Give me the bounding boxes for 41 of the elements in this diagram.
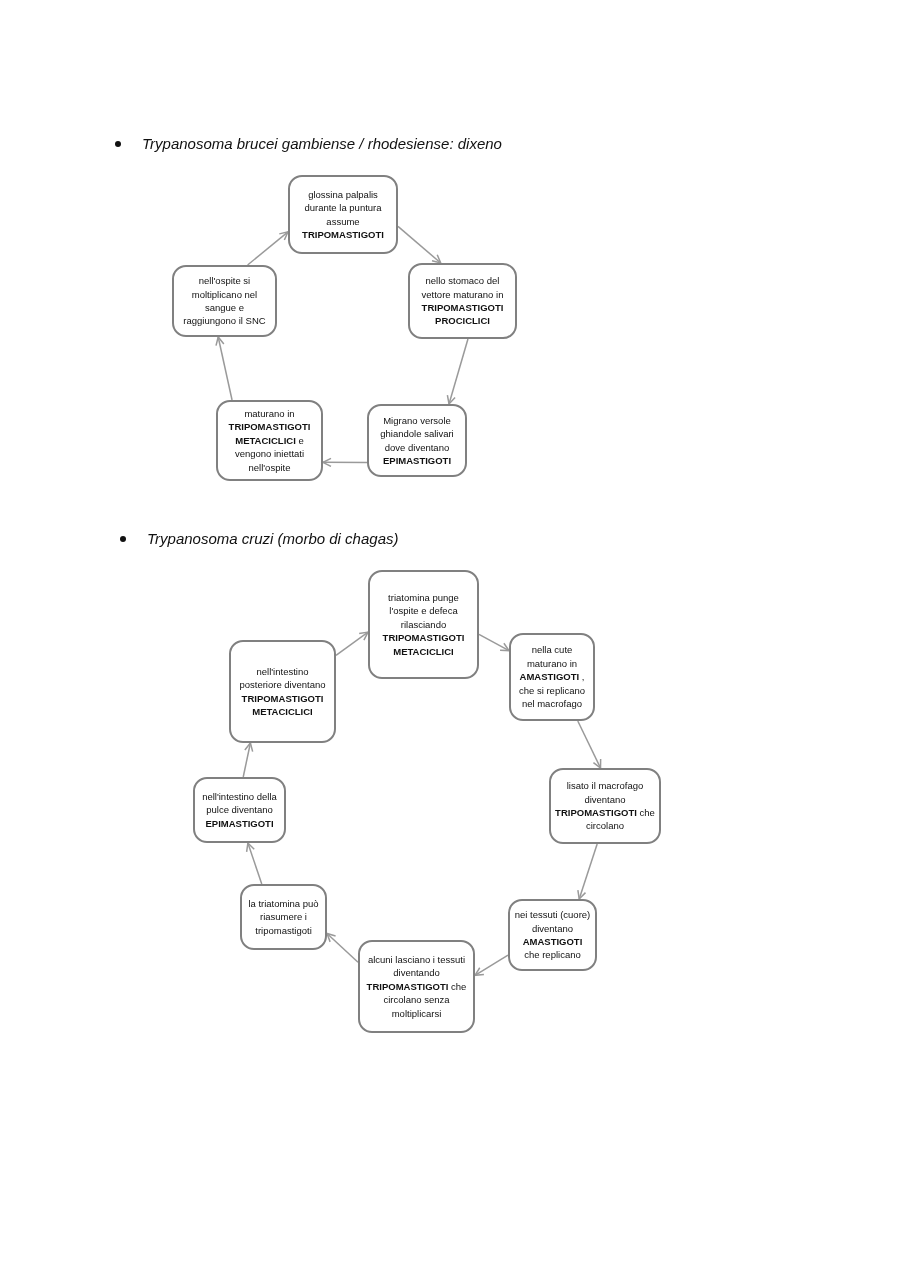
arrow: [474, 954, 509, 977]
step-text: nei tessuti (cuore) diventano AMASTIGOTI che replicano: [513, 908, 592, 962]
step-text: nell'ospite si moltiplicano nel sangue e raggiungono il SNC: [182, 274, 267, 328]
arrow: [446, 338, 469, 405]
arrow: [326, 932, 359, 964]
process-box: [288, 175, 398, 254]
process-box: [358, 940, 475, 1033]
step-text: Migrano versole ghiandole salivari dove diventano EPIMASTIGOTI: [379, 413, 455, 468]
step-text: nello stomaco del vettore maturano in TRIPOMASTIGOTI PROCICLICI: [420, 274, 505, 328]
step-text: lisato il macrofago diventano TRIPOMASTIGOTI che circolano: [554, 779, 656, 833]
step-text: alcuni lasciano i tessuti diventando TRIPOMASTIGOTI che circolano senza moltiplicarsi: [365, 953, 468, 1020]
section-heading: Trypanosoma brucei gambiense / rhodesiense: dixeno: [142, 135, 502, 153]
arrow: [242, 742, 254, 778]
arrow: [215, 336, 233, 401]
step-text: nell'intestino della pulce diventano EPIMASTIGOTI: [201, 789, 278, 831]
process-box: [509, 633, 595, 721]
step-text: maturano in TRIPOMASTIGOTI METACICLICI e vengono iniettati nell'ospite: [227, 407, 312, 474]
arrow: [322, 457, 368, 468]
process-box: [549, 768, 661, 844]
arrow: [397, 225, 442, 264]
process-box: [367, 404, 467, 477]
process-box: [508, 899, 597, 971]
process-box: [172, 265, 277, 337]
process-box: [240, 884, 327, 950]
process-box: [229, 640, 336, 743]
arrow: [245, 842, 263, 885]
step-text: glossina palpalis durante la puntura assume TRIPOMASTIGOTI: [301, 187, 385, 242]
step-text: nella cute maturano in AMASTIGOTI , che si replicano nel macrofago: [518, 643, 586, 711]
step-text: la triatomina può riasumere i tripomastigoti: [247, 896, 320, 938]
process-box: [408, 263, 517, 339]
arrow: [246, 231, 289, 266]
arrow: [335, 631, 369, 657]
step-text: nell'intestino posteriore diventano TRIPOMASTIGOTI METACICLICI: [238, 664, 327, 719]
process-box: [368, 570, 479, 679]
arrow: [577, 843, 598, 900]
arrow: [577, 720, 602, 769]
arrow: [478, 633, 510, 652]
process-box: [216, 400, 323, 481]
step-text: triatomina punge l'ospite e defeca rilasciando TRIPOMASTIGOTI METACICLICI: [381, 591, 466, 658]
section-heading: Trypanosoma cruzi (morbo di chagas): [147, 530, 399, 548]
process-box: [193, 777, 286, 843]
